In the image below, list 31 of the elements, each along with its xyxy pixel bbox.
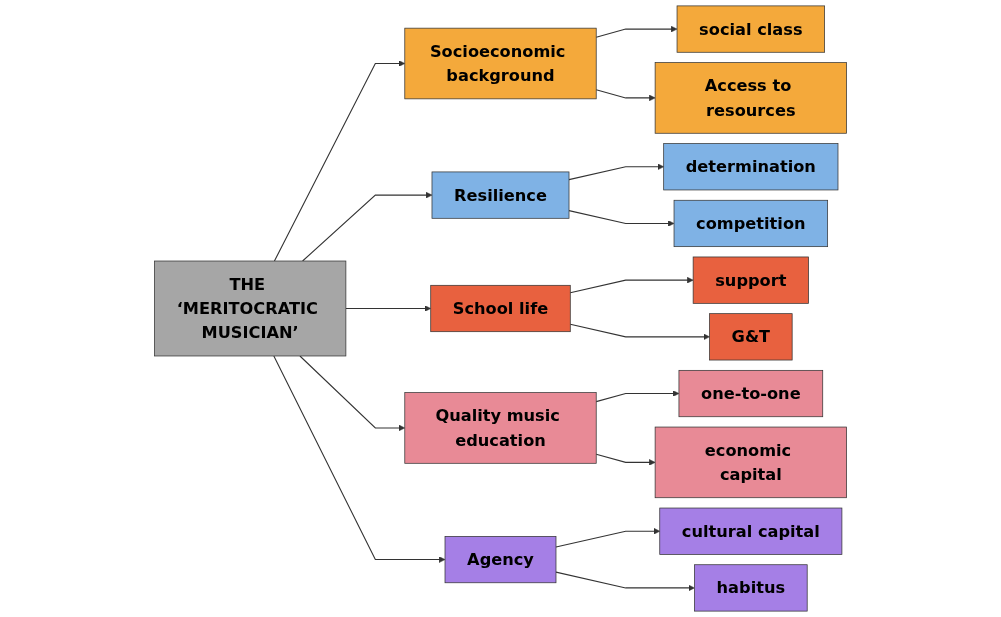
node-box: School life [430, 284, 571, 333]
node-box: Quality music education [404, 392, 597, 464]
node-box: cultural capital [659, 507, 843, 555]
node-box: THE ‘MERITOCRATIC MUSICIAN’ [154, 260, 347, 357]
node-box: economic capital [654, 426, 847, 499]
node-box: social class [676, 5, 825, 53]
arrow [595, 25, 678, 38]
arrow [345, 305, 431, 312]
arrow [555, 571, 695, 592]
arrow [568, 163, 664, 181]
arrow [555, 528, 661, 548]
arrow [569, 323, 710, 341]
arrow [302, 191, 433, 262]
arrow [273, 355, 446, 563]
node-box: Resilience [431, 171, 570, 219]
node-box: one-to-one [678, 370, 824, 418]
node-box: habitus [694, 564, 808, 612]
arrow [299, 355, 406, 432]
arrow [568, 210, 675, 227]
node-box: support [692, 256, 809, 304]
node-box: competition [673, 199, 828, 247]
node-box: Socioeconomic background [404, 27, 597, 100]
node-box: G&T [709, 313, 793, 361]
arrow [595, 453, 656, 466]
arrow [569, 276, 694, 294]
node-box: Access to resources [654, 62, 847, 134]
node-box: determination [663, 143, 839, 191]
node-box: Agency [444, 536, 557, 584]
arrow [273, 60, 406, 262]
arrow [595, 390, 680, 403]
arrow [595, 89, 656, 102]
